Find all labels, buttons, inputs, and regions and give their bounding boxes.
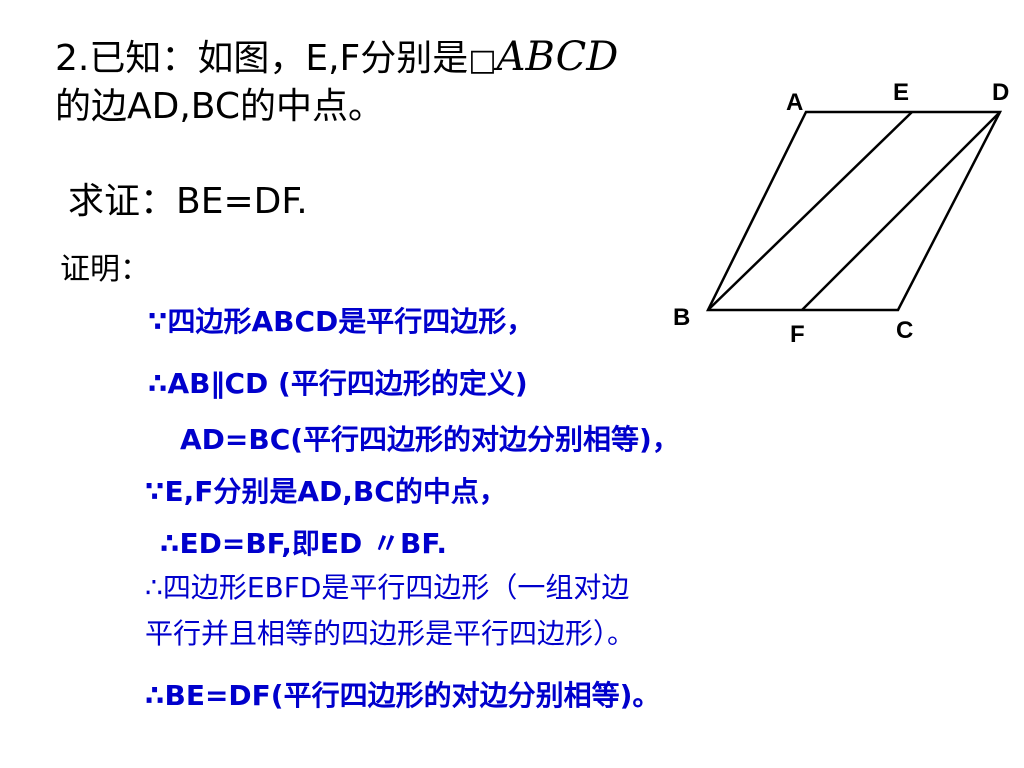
problem-line-1: 2.已知：如图，E,F分别是□ABCD — [55, 36, 618, 82]
parallelogram-symbol: □ — [468, 43, 497, 78]
proof-step-2: ∴AB∥CD (平行四边形的定义) — [148, 367, 528, 400]
label-f: F — [790, 321, 805, 348]
label-d: D — [992, 79, 1009, 106]
segment-fd — [801, 111, 1001, 311]
parallelogram-outline — [705, 110, 1003, 312]
proof-step-6: ∴四边形EBFD是平行四边形（一组对边 — [145, 571, 630, 604]
proof-step-4: ∵E,F分别是AD,BC的中点， — [145, 475, 507, 508]
proof-label: 证明： — [60, 252, 150, 287]
proof-step-3: AD=BC(平行四边形的对边分别相等)， — [180, 423, 680, 456]
problem-prefix: 2.已知：如图，E,F分别是 — [55, 38, 469, 79]
label-a: A — [786, 89, 803, 116]
segment-be — [707, 111, 913, 311]
proof-step-5: ∴ED=BF,即ED 〃BF. — [160, 527, 448, 560]
label-e: E — [893, 79, 909, 106]
shape-name: ABCD — [496, 34, 619, 80]
prove-statement: 求证：BE=DF. — [68, 181, 308, 222]
problem-line-2: 的边AD,BC的中点。 — [55, 86, 384, 127]
proof-step-8: ∴BE=DF(平行四边形的对边分别相等)。 — [145, 679, 661, 712]
proof-step-1: ∵四边形ABCD是平行四边形， — [148, 305, 535, 338]
label-b: B — [673, 304, 690, 331]
proof-step-7: 平行并且相等的四边形是平行四边形）。 — [145, 617, 636, 650]
label-c: C — [896, 317, 913, 344]
